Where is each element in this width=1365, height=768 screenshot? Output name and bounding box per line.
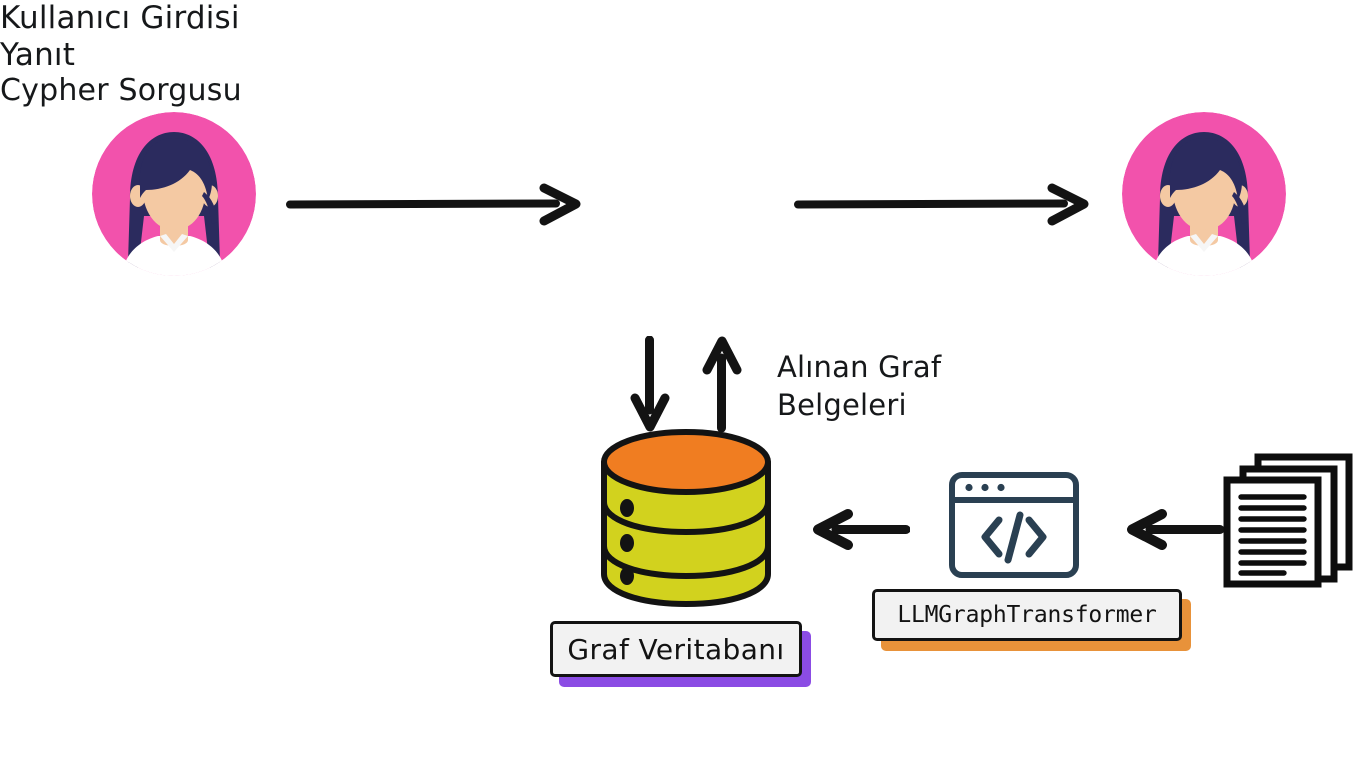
card-llm-graph-transformer[interactable]: LLMGraphTransformer (872, 589, 1191, 651)
card-llm-graph-transformer-face: LLMGraphTransformer (872, 589, 1182, 641)
avatar-left (92, 112, 256, 276)
card-graph-database-label: Graf Veritabanı (567, 632, 785, 666)
arrow-left-icon-docs-to-code (1127, 509, 1224, 550)
avatar-right (1122, 112, 1286, 276)
code-window-icon (949, 472, 1079, 578)
label-user-input: Kullanıcı Girdisi (0, 0, 240, 36)
label-cypher-query: Cypher Sorgusu (0, 73, 242, 109)
document-stack-icon (1223, 453, 1353, 588)
card-graph-database[interactable]: Graf Veritabanı (550, 621, 811, 687)
card-llm-graph-transformer-label: LLMGraphTransformer (897, 602, 1157, 628)
arrow-right-icon-response (794, 183, 1089, 226)
graph-database-cylinder-icon (601, 429, 771, 607)
arrow-down-icon-cypher-query (630, 336, 670, 432)
label-response: Yanıt (0, 36, 76, 73)
arrow-left-icon-code-to-database (813, 509, 910, 550)
arrow-up-icon-retrieved-docs (702, 336, 742, 432)
card-graph-database-face: Graf Veritabanı (550, 621, 802, 677)
label-retrieved-line-2: Belgeleri (777, 388, 907, 423)
label-retrieved-graph-documents: Alınan Graf Belgeleri (777, 350, 941, 422)
arrow-right-icon-user-input (286, 183, 581, 226)
label-retrieved-line-1: Alınan Graf (777, 350, 942, 384)
